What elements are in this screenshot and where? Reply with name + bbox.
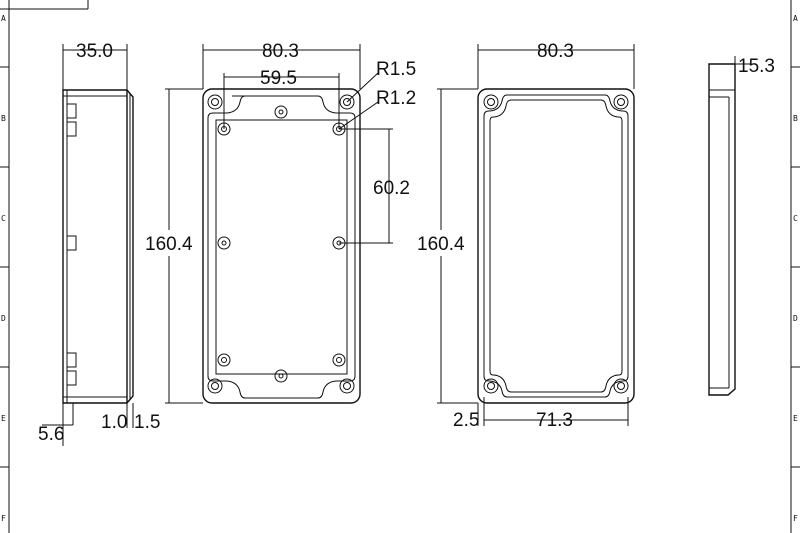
base-hole-spacing-y-label: 60.2 <box>373 178 410 199</box>
zone-labels-right: A B C D E F <box>793 14 798 523</box>
side-view <box>42 44 134 446</box>
base-view <box>165 44 393 404</box>
lid-width-label: 80.3 <box>537 41 574 62</box>
lid-edge-label: 2.5 <box>453 410 479 431</box>
zone-labels-left: A B C D E F <box>1 14 6 523</box>
zone-label: D <box>793 314 798 323</box>
zone-label: E <box>793 414 798 423</box>
zone-label: F <box>793 514 798 523</box>
base-hole-spacing-x-label: 59.5 <box>260 68 297 89</box>
zone-label: B <box>793 114 798 123</box>
zone-label: E <box>1 414 6 423</box>
zone-label: C <box>1 214 6 223</box>
side-gap-label: 1.0 <box>101 412 127 433</box>
edge-view <box>708 56 752 396</box>
base-width-label: 80.3 <box>262 41 299 62</box>
base-radius-inner-label: R1.2 <box>376 88 416 109</box>
edge-thickness-label: 15.3 <box>738 56 775 77</box>
side-wall-label: 5.6 <box>38 424 64 445</box>
base-height-label: 160.4 <box>145 234 193 255</box>
zone-label: A <box>793 14 798 23</box>
zone-label: C <box>793 214 798 223</box>
lid-view <box>437 44 635 426</box>
base-radius-outer-label: R1.5 <box>376 59 416 80</box>
lid-height-label: 160.4 <box>417 234 465 255</box>
side-lip-label: 1.5 <box>134 412 160 433</box>
zone-label: D <box>1 314 6 323</box>
zone-label: B <box>1 114 6 123</box>
side-width-label: 35.0 <box>76 41 113 62</box>
lid-inner-width-label: 71.3 <box>536 410 573 431</box>
zone-label: A <box>1 14 6 23</box>
zone-label: F <box>1 514 6 523</box>
